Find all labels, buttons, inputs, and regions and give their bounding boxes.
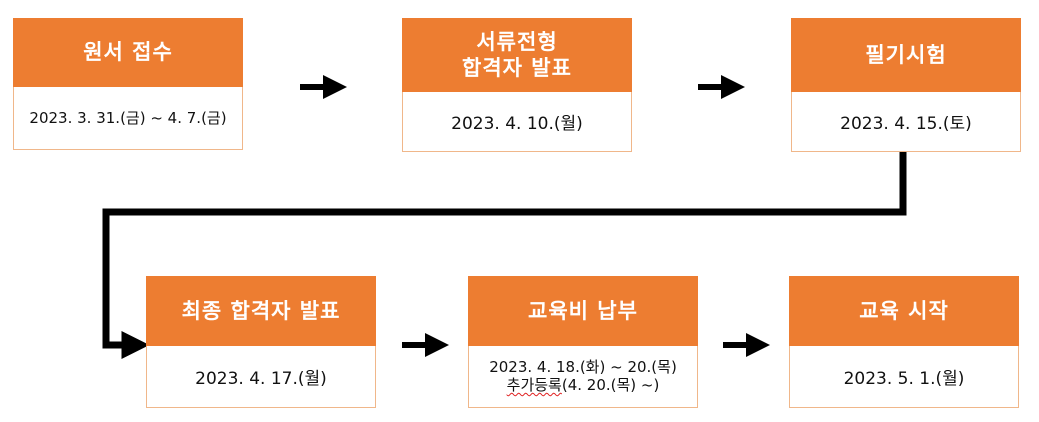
stage-start-title: 교육 시작 bbox=[789, 276, 1019, 346]
stage-fee-title: 교육비 납부 bbox=[468, 276, 698, 346]
stage-doc-title: 서류전형 합격자 발표 bbox=[402, 18, 632, 92]
stage-start: 교육 시작 2023. 5. 1.(월) bbox=[789, 276, 1019, 408]
stage-final-title: 최종 합격자 발표 bbox=[146, 276, 376, 346]
stage-fee-date-line1: 2023. 4. 18.(화) ~ 20.(목) bbox=[489, 358, 677, 376]
stage-doc-date-text: 2023. 4. 10.(월) bbox=[451, 113, 583, 134]
stage-exam-title: 필기시험 bbox=[791, 18, 1021, 92]
stage-doc: 서류전형 합격자 발표 2023. 4. 10.(월) bbox=[402, 18, 632, 152]
stage-final-date: 2023. 4. 17.(월) bbox=[147, 345, 375, 407]
stage-start-date-text: 2023. 5. 1.(월) bbox=[843, 368, 965, 389]
stage-fee: 교육비 납부 2023. 4. 18.(화) ~ 20.(목) 추가등록(4. … bbox=[468, 276, 698, 408]
stage-fee-date: 2023. 4. 18.(화) ~ 20.(목) 추가등록(4. 20.(목) … bbox=[469, 345, 697, 407]
stage-exam-date: 2023. 4. 15.(토) bbox=[792, 91, 1020, 151]
stage-doc-title-line2: 합격자 발표 bbox=[462, 56, 572, 80]
stage-exam-date-text: 2023. 4. 15.(토) bbox=[840, 113, 972, 134]
stage-final-title-text: 최종 합격자 발표 bbox=[181, 298, 341, 323]
stage-doc-date: 2023. 4. 10.(월) bbox=[403, 91, 631, 151]
stage-fee-extra-date: (4. 20.(목) ~) bbox=[561, 376, 660, 394]
stage-final-date-text: 2023. 4. 17.(월) bbox=[195, 368, 327, 389]
stage-doc-title-line1: 서류전형 bbox=[476, 29, 558, 54]
stage-fee-extra-registration: 추가등록 bbox=[506, 376, 562, 394]
stage-fee-title-text: 교육비 납부 bbox=[528, 298, 638, 323]
stage-start-title-text: 교육 시작 bbox=[859, 298, 949, 323]
stage-apply: 원서 접수 2023. 3. 31.(금) ~ 4. 7.(금) bbox=[13, 18, 243, 150]
stage-apply-date-text: 2023. 3. 31.(금) ~ 4. 7.(금) bbox=[29, 109, 227, 127]
stage-start-date: 2023. 5. 1.(월) bbox=[790, 345, 1018, 407]
stage-apply-date: 2023. 3. 31.(금) ~ 4. 7.(금) bbox=[14, 86, 242, 149]
stage-exam-title-text: 필기시험 bbox=[865, 42, 947, 67]
stage-apply-title: 원서 접수 bbox=[13, 18, 243, 87]
arrow-exam-to-final bbox=[102, 152, 907, 359]
stage-apply-title-text: 원서 접수 bbox=[83, 40, 173, 65]
stage-final: 최종 합격자 발표 2023. 4. 17.(월) bbox=[146, 276, 376, 408]
stage-fee-date-line2: 추가등록(4. 20.(목) ~) bbox=[507, 376, 660, 394]
stage-exam: 필기시험 2023. 4. 15.(토) bbox=[791, 18, 1021, 152]
